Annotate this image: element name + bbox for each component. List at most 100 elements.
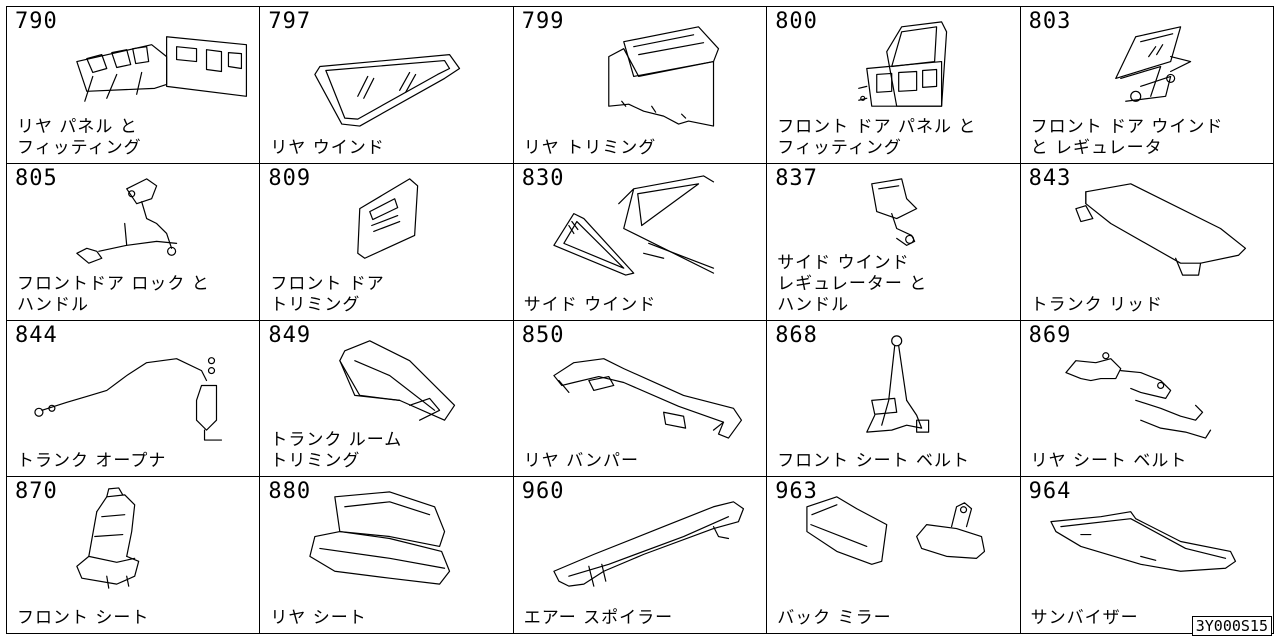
label-line: エアー スポイラー bbox=[523, 608, 674, 628]
part-group-code: 803 bbox=[1028, 9, 1072, 34]
door-trim-icon bbox=[357, 178, 419, 259]
air-spoiler-icon bbox=[553, 501, 744, 587]
part-group-label: トランク リッド bbox=[1031, 295, 1163, 316]
part-group-label: リヤ トリミング bbox=[524, 138, 656, 159]
rear-trim-icon bbox=[607, 26, 719, 127]
part-group-code: 790 bbox=[15, 9, 58, 34]
parts-cell-960[interactable]: 960 エアー スポイラー bbox=[513, 477, 768, 634]
part-group-label: フロント ドアトリミング bbox=[270, 274, 384, 316]
parts-cell-880[interactable]: 880 リヤ シート bbox=[260, 477, 514, 634]
label-line: バック ミラー bbox=[777, 608, 892, 628]
side-window-icon bbox=[553, 175, 714, 276]
label-line: トリミング bbox=[270, 451, 361, 472]
part-group-label: フロント ドア ウインドと レギュレータ bbox=[1031, 117, 1224, 159]
parts-cell-803[interactable]: 803 フロント ドア ウインドと レギュレータ bbox=[1020, 7, 1274, 164]
part-group-code: 830 bbox=[521, 165, 565, 191]
part-group-code: 837 bbox=[775, 165, 818, 191]
front-seat-icon bbox=[76, 487, 140, 589]
label-line: リヤ パネル と bbox=[17, 116, 138, 137]
part-group-label: リヤ シート bbox=[270, 608, 366, 629]
label-line: トランク リッド bbox=[1030, 294, 1163, 315]
part-group-code: 799 bbox=[521, 9, 565, 34]
label-line: フロント シート bbox=[17, 608, 150, 628]
part-group-code: 960 bbox=[521, 479, 565, 505]
parts-cell-830[interactable]: 830 サイド ウインド bbox=[513, 163, 768, 321]
label-line: トリミング bbox=[270, 294, 361, 315]
rear-panel-icon bbox=[76, 36, 248, 102]
parts-cell-790[interactable]: 790 リヤ パネル とフィッティング bbox=[7, 7, 261, 164]
rear-window-icon bbox=[314, 54, 461, 127]
part-group-code: 868 bbox=[775, 322, 818, 348]
rear-seat-belt-icon bbox=[1064, 351, 1211, 439]
part-group-code: 880 bbox=[268, 479, 312, 505]
rear-seat-icon bbox=[309, 491, 451, 585]
part-group-label: リヤ シート ベルト bbox=[1031, 451, 1188, 472]
door-window-regulator-icon bbox=[1114, 26, 1191, 102]
label-line: ハンドル bbox=[17, 294, 89, 315]
part-group-label: リヤ バンパー bbox=[524, 451, 639, 472]
parts-cell-799[interactable]: 799 リヤ トリミング bbox=[513, 7, 768, 164]
part-group-label: フロント ドア パネル とフィッティング bbox=[777, 117, 976, 159]
label-line: リヤ シート ベルト bbox=[1030, 451, 1188, 472]
label-line: と レギュレータ bbox=[1030, 137, 1163, 158]
front-seat-belt-icon bbox=[866, 334, 930, 433]
parts-cell-850[interactable]: 850 リヤ バンパー bbox=[513, 320, 768, 478]
label-line: リヤ バンパー bbox=[523, 451, 640, 472]
label-line: ハンドル bbox=[777, 294, 850, 315]
label-line: サイド ウインド bbox=[777, 252, 910, 273]
label-line: フロント ドア パネル と bbox=[777, 116, 977, 137]
parts-cell-869[interactable]: 869 リヤ シート ベルト bbox=[1020, 320, 1274, 478]
sun-visor-icon bbox=[1049, 511, 1236, 573]
part-group-label: サイド ウインド bbox=[524, 295, 656, 316]
label-line: リヤ トリミング bbox=[523, 137, 657, 158]
label-line: トランク オープナ bbox=[17, 451, 167, 472]
parts-cell-868[interactable]: 868 フロント シート ベルト bbox=[767, 320, 1021, 478]
part-group-label: フロントドア ロック とハンドル bbox=[17, 274, 210, 316]
trunk-room-trim-icon bbox=[339, 339, 456, 421]
part-group-code: 805 bbox=[15, 165, 58, 191]
parts-cell-849[interactable]: 849 トランク ルームトリミング bbox=[260, 320, 514, 478]
label-line: フィッティング bbox=[777, 137, 902, 158]
part-group-label: バック ミラー bbox=[777, 608, 891, 629]
part-group-code: 843 bbox=[1028, 165, 1072, 191]
part-group-code: 797 bbox=[268, 9, 312, 34]
part-group-label: サンバイザー bbox=[1031, 608, 1139, 629]
part-group-code: 963 bbox=[775, 479, 818, 505]
reference-code: 3Y000S15 bbox=[1191, 616, 1272, 636]
part-group-label: トランク ルームトリミング bbox=[270, 430, 402, 472]
label-line: リヤ シート bbox=[270, 608, 367, 628]
label-line: トランク ルーム bbox=[270, 430, 403, 451]
part-group-label: フロント シート ベルト bbox=[777, 451, 970, 472]
part-group-label: フロント シート bbox=[17, 608, 149, 629]
label-line: フロント ドア ウインド bbox=[1030, 116, 1224, 137]
label-line: リヤ ウインド bbox=[270, 137, 385, 158]
part-group-code: 869 bbox=[1028, 322, 1072, 348]
part-group-label: エアー スポイラー bbox=[524, 608, 673, 629]
parts-cell-797[interactable]: 797 リヤ ウインド bbox=[260, 7, 514, 164]
part-group-code: 964 bbox=[1028, 479, 1072, 505]
parts-cell-837[interactable]: 837 サイド ウインドレギュレーター とハンドル bbox=[767, 163, 1021, 321]
parts-cell-964[interactable]: 964 サンバイザー bbox=[1020, 477, 1274, 634]
mirror-icon bbox=[806, 496, 986, 566]
label-line: レギュレーター と bbox=[777, 273, 928, 294]
trunk-opener-icon bbox=[34, 356, 223, 441]
label-line: サイド ウインド bbox=[523, 294, 657, 315]
part-group-code: 849 bbox=[268, 322, 312, 348]
door-lock-icon bbox=[76, 178, 178, 264]
part-group-label: リヤ パネル とフィッティング bbox=[17, 117, 142, 159]
label-line: フィッティング bbox=[17, 137, 142, 158]
part-group-code: 850 bbox=[521, 322, 565, 348]
parts-cell-963[interactable]: 963 バック ミラー bbox=[767, 477, 1021, 634]
part-group-label: サイド ウインドレギュレーター とハンドル bbox=[777, 253, 927, 316]
parts-cell-843[interactable]: 843 トランク リッド bbox=[1020, 163, 1274, 321]
part-group-label: トランク オープナ bbox=[17, 451, 166, 472]
parts-cell-805[interactable]: 805 フロントドア ロック とハンドル bbox=[7, 163, 261, 321]
part-group-label: リヤ ウインド bbox=[270, 138, 384, 159]
rear-bumper-icon bbox=[553, 357, 742, 439]
label-line: フロント シート ベルト bbox=[777, 451, 970, 472]
